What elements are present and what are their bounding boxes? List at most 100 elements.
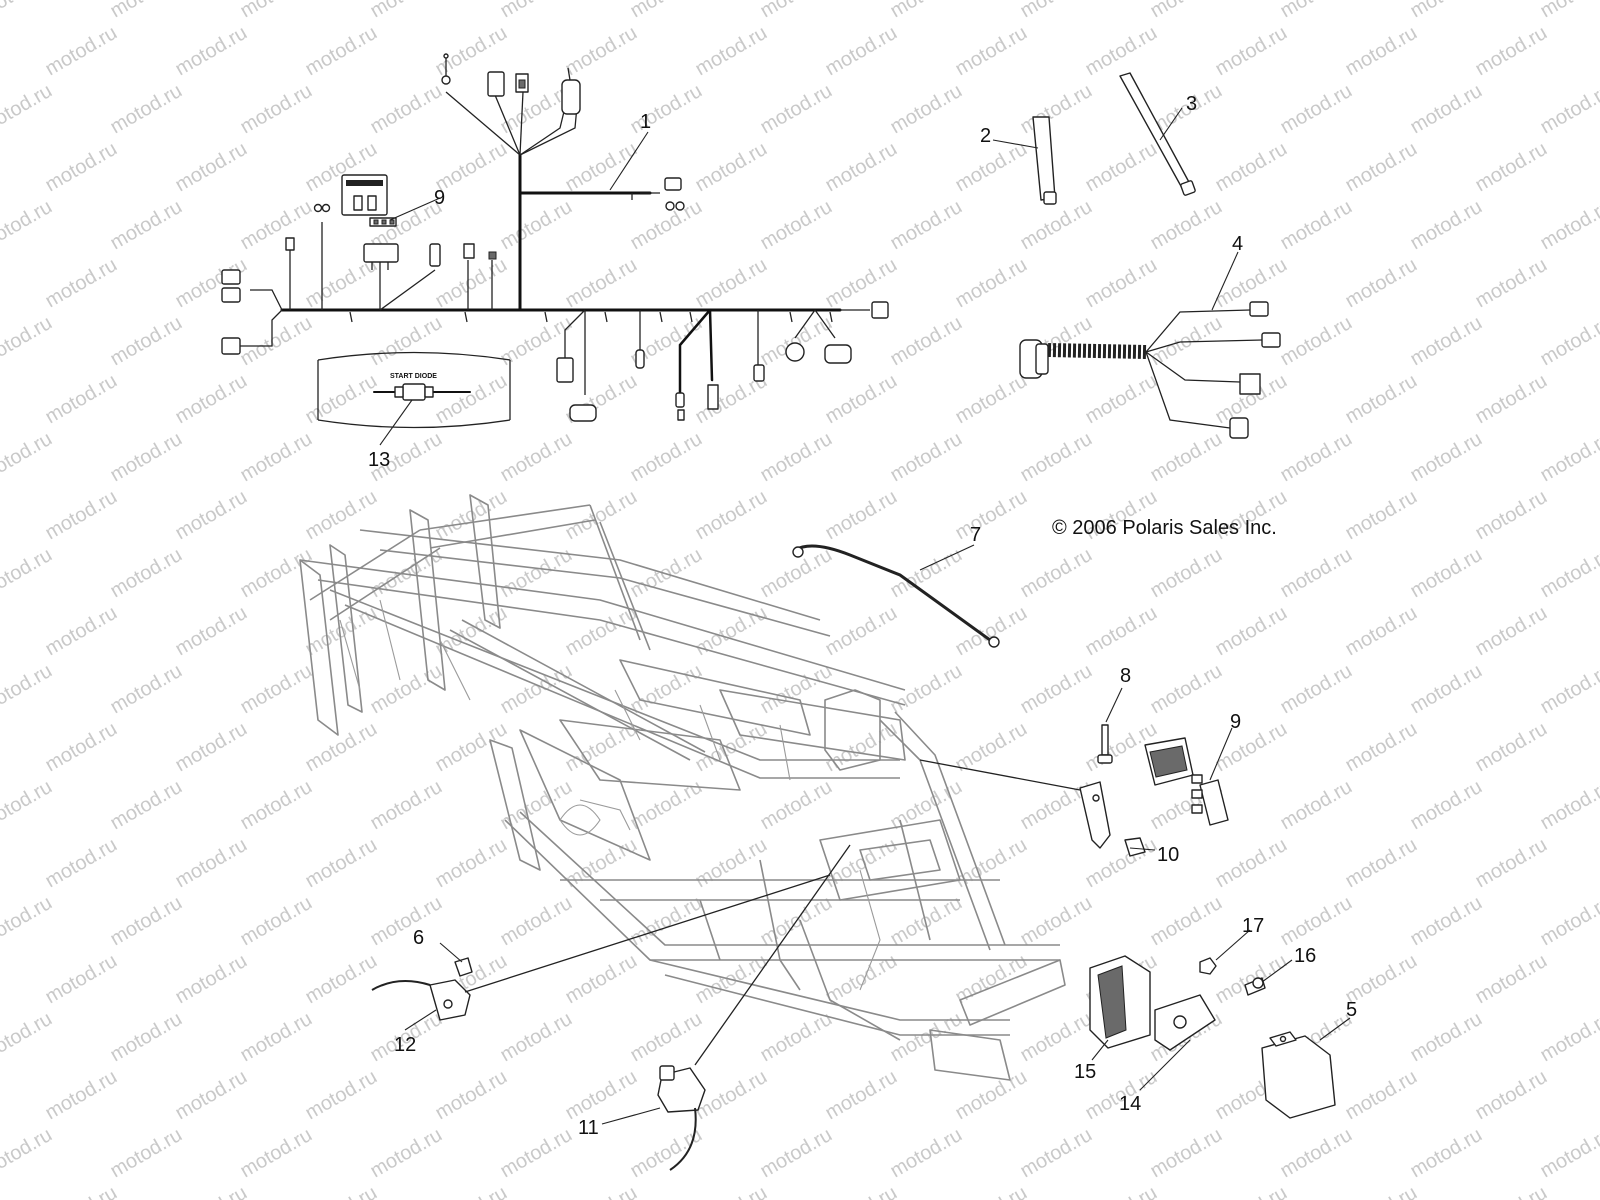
watermark-text: motod.ru — [1342, 370, 1421, 429]
watermark-text: motod.ru — [952, 486, 1031, 545]
watermark-text: motod.ru — [1342, 1066, 1421, 1125]
screw[interactable] — [1097, 724, 1113, 764]
ecu-module[interactable] — [1144, 737, 1229, 826]
watermark-text: motod.ru — [1537, 428, 1600, 487]
watermark-text: motod.ru — [1147, 660, 1226, 719]
ground-wire[interactable] — [792, 544, 1000, 648]
watermark-text: motod.ru — [822, 834, 901, 893]
start-diode-inset[interactable]: START DIODE — [317, 351, 511, 429]
watermark-text: motod.ru — [107, 776, 186, 835]
watermark-text: motod.ru — [1407, 312, 1486, 371]
watermark-text: motod.ru — [1082, 138, 1161, 197]
relay-bracket[interactable] — [1089, 955, 1151, 1049]
callout-10: 10 — [1157, 844, 1179, 866]
starter-solenoid[interactable] — [657, 844, 851, 1171]
watermark-text: motod.ru — [302, 950, 381, 1009]
watermark-text: motod.ru — [172, 138, 251, 197]
watermark-text: motod.ru — [1277, 892, 1356, 951]
callout-4: 4 — [1232, 233, 1243, 255]
watermark-text: motod.ru — [952, 602, 1031, 661]
watermark-text: motod.ru — [1017, 80, 1096, 139]
watermark-text: motod.ru — [757, 1008, 836, 1067]
watermark-text: motod.ru — [822, 1066, 901, 1125]
watermark-text: motod.ru — [0, 196, 56, 255]
callout-11: 11 — [578, 1117, 599, 1139]
watermark-text: motod.ru — [1277, 544, 1356, 603]
watermark-text: motod.ru — [432, 370, 511, 429]
watermark-text: motod.ru — [237, 1008, 316, 1067]
watermark-text: motod.ru — [1147, 428, 1226, 487]
watermark-text: motod.ru — [42, 370, 121, 429]
watermark-text: motod.ru — [42, 22, 121, 81]
watermark-text: motod.ru — [1277, 660, 1356, 719]
watermark-text: motod.ru — [1147, 0, 1226, 22]
watermark-text: motod.ru — [42, 602, 121, 661]
callout-7: 7 — [970, 524, 981, 546]
watermark-text: motod.ru — [367, 892, 446, 951]
watermark-text: motod.ru — [1472, 138, 1551, 197]
watermark-text: motod.ru — [107, 312, 186, 371]
mounting-bracket[interactable] — [919, 759, 1146, 857]
watermark-text: motod.ru — [1147, 544, 1226, 603]
watermark-text: motod.ru — [952, 834, 1031, 893]
switch-clip[interactable] — [454, 957, 473, 977]
nut[interactable] — [1199, 957, 1217, 975]
watermark-text: motod.ru — [1212, 602, 1291, 661]
watermark-text: motod.ru — [1537, 80, 1600, 139]
watermark-text: motod.ru — [1082, 834, 1161, 893]
callout-6: 6 — [413, 927, 424, 949]
mounting-plate[interactable] — [1154, 994, 1216, 1051]
watermark-text: motod.ru — [497, 660, 576, 719]
watermark-text: motod.ru — [172, 486, 251, 545]
watermark-text: motod.ru — [1212, 22, 1291, 81]
watermark-text: motod.ru — [237, 80, 316, 139]
watermark-text: motod.ru — [822, 602, 901, 661]
watermark-text: motod.ru — [0, 0, 56, 22]
control-module[interactable] — [1261, 1031, 1336, 1119]
watermark-text: motod.ru — [1407, 0, 1486, 22]
watermark-text: motod.ru — [0, 312, 56, 371]
watermark-text: motod.ru — [887, 660, 966, 719]
cable-tie-long[interactable] — [1119, 72, 1196, 196]
watermark-text: motod.ru — [1212, 950, 1291, 1009]
watermark-text: motod.ru — [302, 1182, 381, 1200]
relay-module-top[interactable] — [341, 174, 397, 227]
callout-12: 12 — [394, 1034, 416, 1056]
watermark-text: motod.ru — [237, 660, 316, 719]
callout-9-lower: 9 — [1230, 711, 1241, 733]
sub-harness[interactable] — [1019, 301, 1281, 439]
watermark-text: motod.ru — [1017, 892, 1096, 951]
watermark-text: motod.ru — [0, 80, 56, 139]
watermark-text: motod.ru — [1537, 1008, 1600, 1067]
watermark-text: motod.ru — [627, 1008, 706, 1067]
watermark-text: motod.ru — [302, 1066, 381, 1125]
watermark-text: motod.ru — [1082, 602, 1161, 661]
watermark-text: motod.ru — [0, 776, 56, 835]
watermark-text: motod.ru — [1472, 602, 1551, 661]
switch[interactable] — [371, 874, 831, 1021]
watermark-text: motod.ru — [887, 196, 966, 255]
callout-3: 3 — [1186, 93, 1197, 115]
watermark-text: motod.ru — [1472, 834, 1551, 893]
watermark-text: motod.ru — [302, 22, 381, 81]
cable-tie-short[interactable] — [1032, 116, 1057, 205]
watermark-text: motod.ru — [1407, 428, 1486, 487]
watermark-text: motod.ru — [0, 428, 56, 487]
watermark-text: motod.ru — [1017, 544, 1096, 603]
watermark-text: motod.ru — [1342, 138, 1421, 197]
watermark-text: motod.ru — [952, 370, 1031, 429]
watermark-text: motod.ru — [757, 0, 836, 22]
watermark-text: motod.ru — [432, 254, 511, 313]
watermark-text: motod.ru — [432, 1182, 511, 1200]
bolt[interactable] — [1244, 977, 1266, 996]
callout-17: 17 — [1242, 915, 1264, 937]
watermark-text: motod.ru — [1407, 776, 1486, 835]
watermark-text: motod.ru — [1407, 892, 1486, 951]
watermark-text: motod.ru — [1277, 80, 1356, 139]
watermark-text: motod.ru — [42, 834, 121, 893]
watermark-text: motod.ru — [822, 718, 901, 777]
main-wiring-harness[interactable] — [221, 53, 889, 422]
watermark-text: motod.ru — [432, 834, 511, 893]
watermark-text: motod.ru — [1537, 660, 1600, 719]
